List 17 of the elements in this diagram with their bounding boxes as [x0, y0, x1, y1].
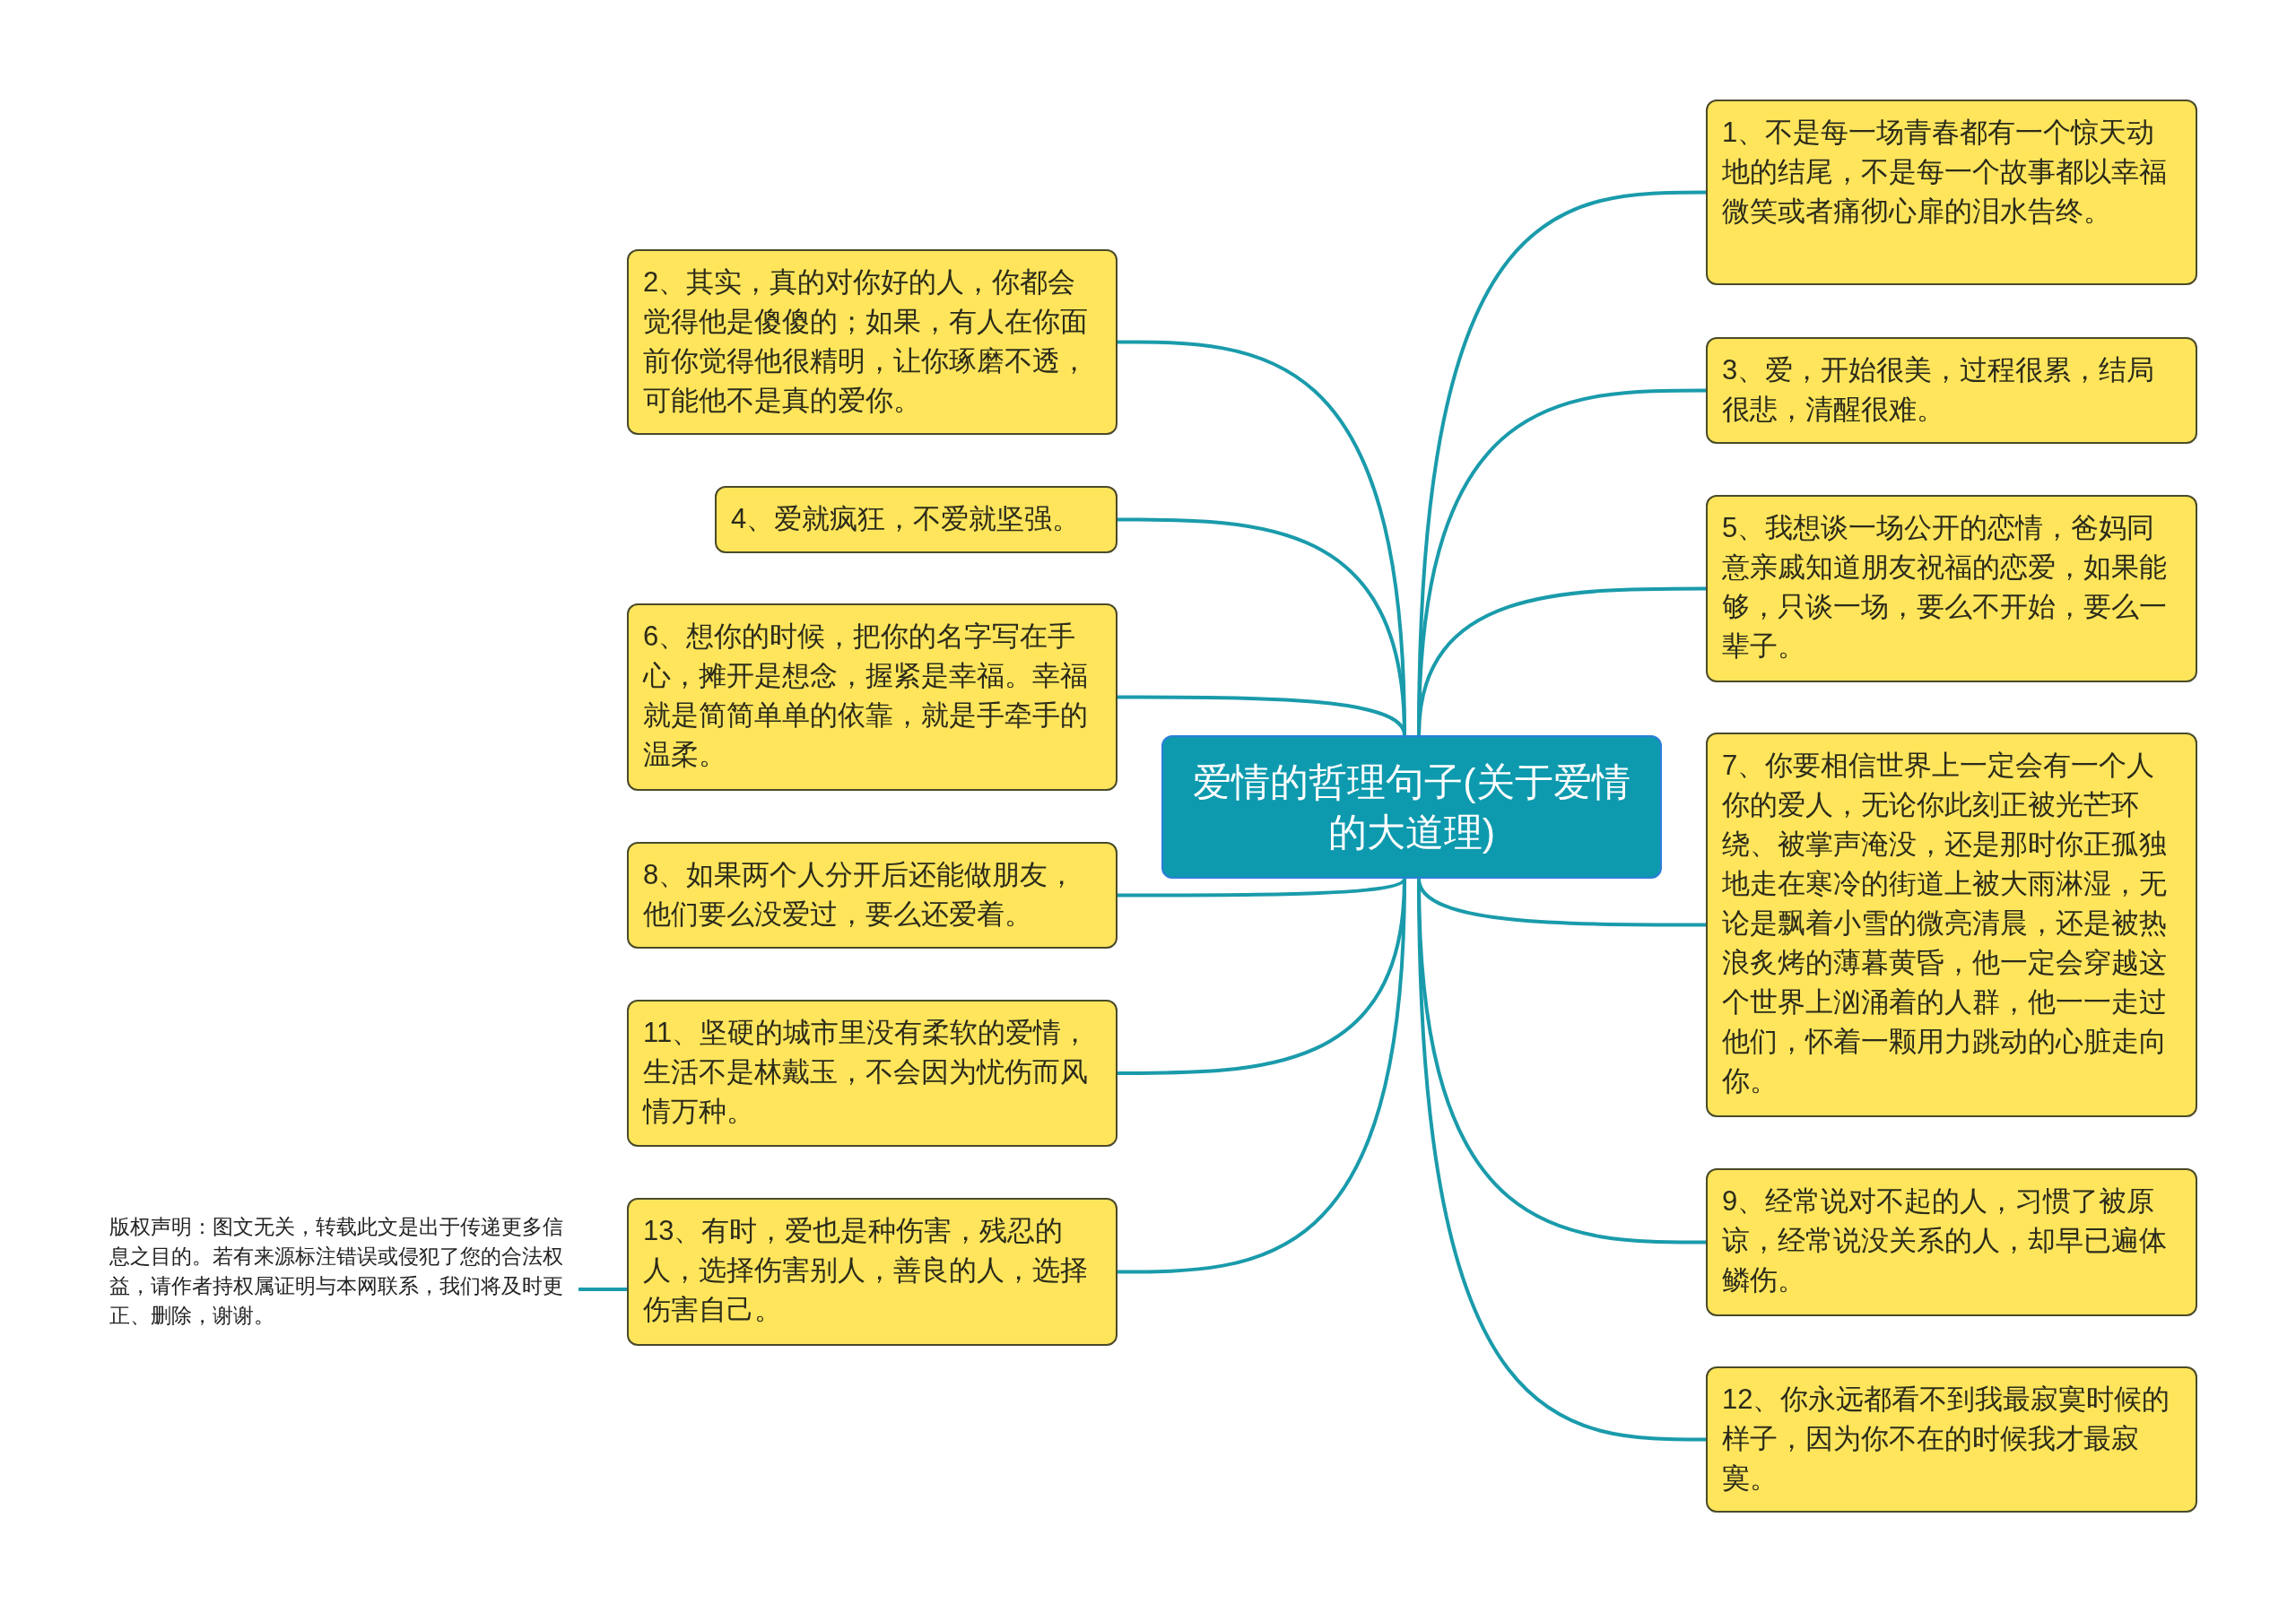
quote-box: 1、不是每一场青春都有一个惊天动地的结尾，不是每一个故事都以幸福微笑或者痛彻心扉的泪水告终。 [1706, 100, 2197, 285]
quote-box: 12、你永远都看不到我最寂寞时候的样子，因为你不在的时候我才最寂寞。 [1706, 1366, 2197, 1513]
connector [1118, 878, 1406, 1274]
connector [1417, 586, 1706, 736]
quote-box: 9、经常说对不起的人，习惯了被原谅，经常说没关系的人，却早已遍体鳞伤。 [1706, 1168, 2197, 1316]
quote-box: 11、坚硬的城市里没有柔软的爱情，生活不是林戴玉，不会因为忧伤而风情万种。 [627, 1000, 1118, 1147]
quote-box: 13、有时，爱也是种伤害，残忍的人，选择伤害别人，善良的人，选择伤害自己。 [627, 1198, 1118, 1346]
connector [578, 1288, 627, 1291]
quote-box: 5、我想谈一场公开的恋情，爸妈同意亲戚知道朋友祝福的恋爱，如果能够，只谈一场，要么不开始，要么一辈子。 [1706, 495, 2197, 682]
copyright-note: 版权声明：图文无关，转载此文是出于传递更多信息之目的。若有来源标注错误或侵犯了您的合法权益，请作者持权属证明与本网联系，我们将及时更正、删除，谢谢。 [109, 1212, 578, 1332]
quote-box: 6、想你的时候，把你的名字写在手心，摊开是想念，握紧是幸福。幸福就是简简单单的依靠，就是手牵手的温柔。 [627, 603, 1118, 791]
quote-box: 3、爱，开始很美，过程很累，结局很悲，清醒很难。 [1706, 337, 2197, 444]
quote-box: 7、你要相信世界上一定会有一个人你的爱人，无论你此刻正被光芒环绕、被掌声淹没，还是那时你正孤独地走在寒冷的街道上被大雨淋湿，无论是飘着小雪的微亮清晨，还是被热浪炙烤的薄暮黄昏，他一定会穿越这个世界上汹涌着的人群，他一一走过他们，怀着一颗用力跳动的心脏走向你。 [1706, 733, 2197, 1117]
quote-box: 8、如果两个人分开后还能做朋友，他们要么没爱过，要么还爱着。 [627, 842, 1118, 949]
quote-box: 2、其实，真的对你好的人，你都会觉得他是傻傻的；如果，有人在你面前你觉得他很精明，让你琢磨不透，可能他不是真的爱你。 [627, 249, 1118, 435]
quote-box: 4、爱就疯狂，不爱就坚强。 [715, 486, 1118, 553]
central-topic-box: 爱情的哲理句子(关于爱情的大道理) [1161, 735, 1662, 879]
